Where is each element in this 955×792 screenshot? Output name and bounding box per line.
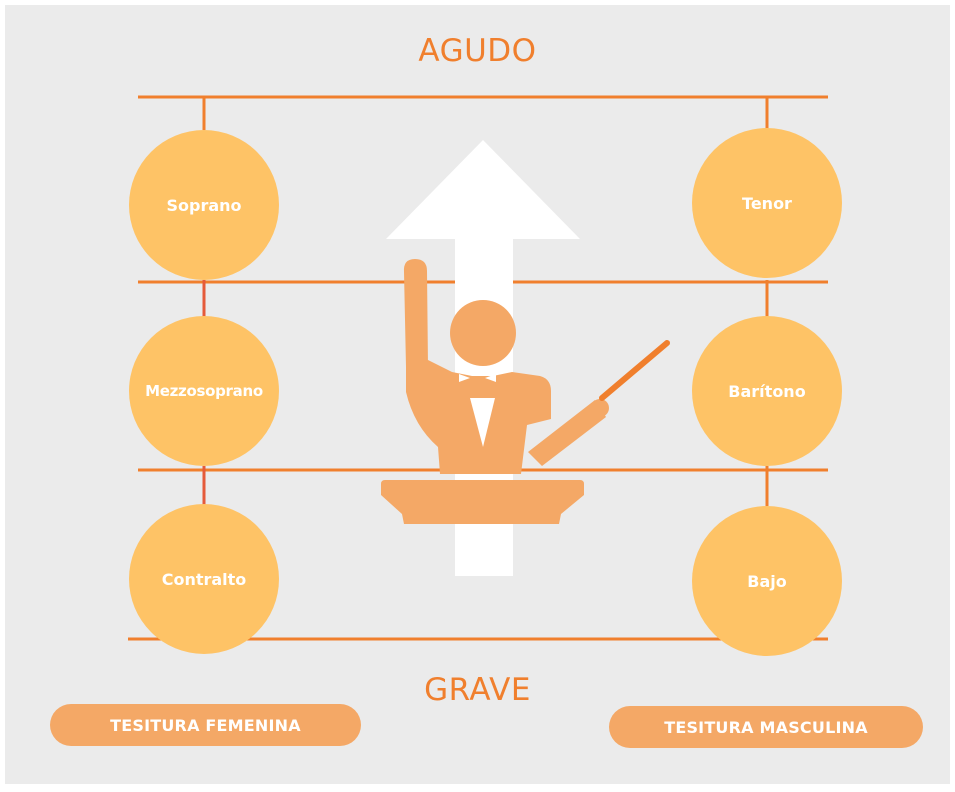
baton-icon	[599, 340, 670, 401]
voice-circle-mezzosoprano: Mezzosoprano	[129, 316, 279, 466]
legend-male-range: TESITURA MASCULINA	[609, 706, 923, 748]
voice-circle-contralto: Contralto	[129, 504, 279, 654]
voice-circle-soprano: Soprano	[129, 130, 279, 280]
pitch-label-low: GRAVE	[424, 672, 531, 708]
voice-circle-tenor: Tenor	[692, 128, 842, 278]
voice-circle-baritono: Barítono	[692, 316, 842, 466]
conductor-icon	[381, 259, 609, 524]
voice-circle-bajo: Bajo	[692, 506, 842, 656]
legend-female-range: TESITURA FEMENINA	[50, 704, 361, 746]
bow-tie-icon	[459, 374, 496, 447]
pitch-label-high: AGUDO	[418, 33, 537, 69]
